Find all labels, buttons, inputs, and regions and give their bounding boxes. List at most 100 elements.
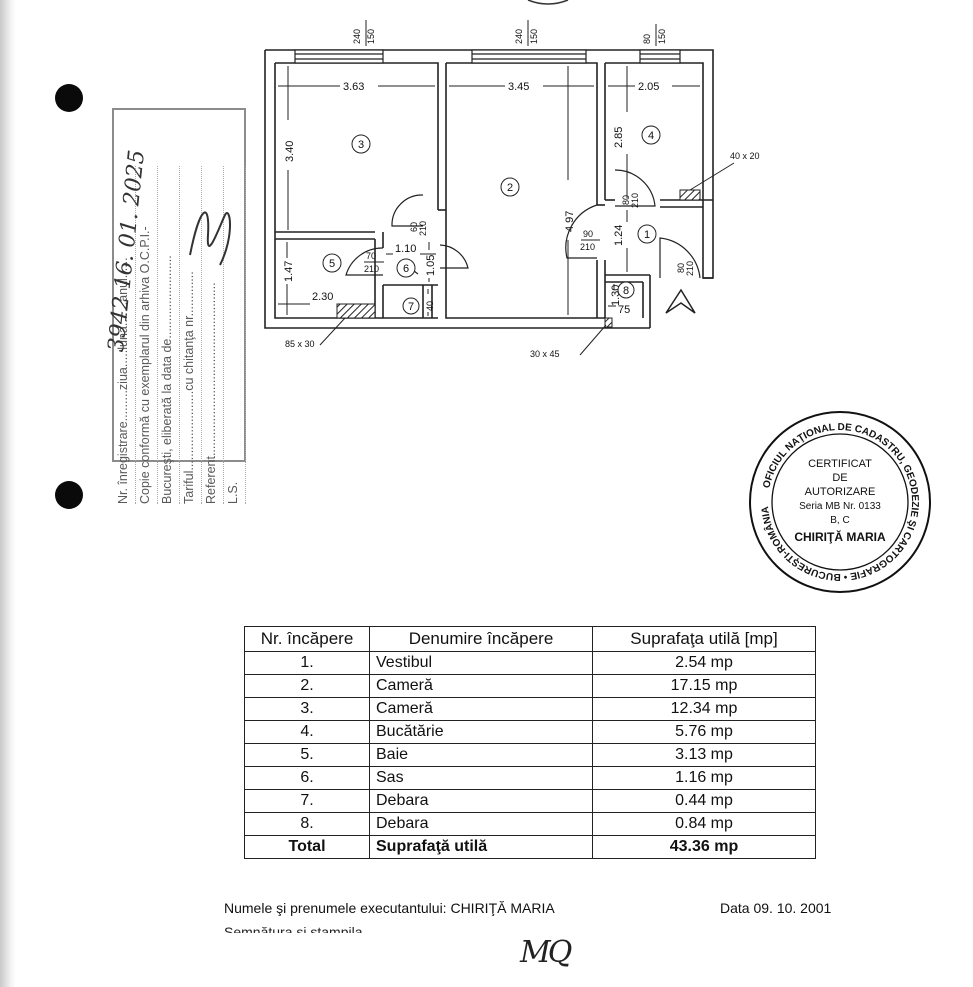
header-area: Suprafaţa utilă [mp] [592,626,816,652]
seal-line4: Seria MB Nr. 0133 [799,501,881,512]
cell-nr: 4. [244,720,370,744]
seal-line3: AUTORIZARE [805,486,876,498]
door70-bottom: 210 [364,264,379,274]
table-header-row: Nr. încăpere Denumire încăpere Suprafaţa… [244,626,816,652]
room-markers [322,125,661,315]
cell-name: Debara [369,789,593,813]
dim-room1-height: 1.24 [613,225,625,246]
stamp-signature-icon [189,211,231,266]
dimension-labels: 3.63 3.45 2.05 3.40 4.97 2.85 1.24 1.47 … [283,81,659,316]
table-row: 6. Sas 1.16 mp [244,766,816,790]
header-room-number: Nr. încăpere [244,626,370,652]
cell-name: Sas [369,766,593,790]
total-name: Suprafaţă utilă [369,835,593,859]
cell-name: Baie [369,743,593,767]
handwritten-stamp-entry: 3942 16. 01. 2025 [95,90,155,354]
window2-label-bottom: 150 [529,29,539,44]
cell-area: 1.16 mp [592,766,816,790]
room-number-1: 1 [644,229,650,241]
room-number-7: 7 [408,301,414,313]
floor-plan: 240 150 240 150 80 150 3.63 3.45 2.05 3.… [264,0,760,359]
window2-label-top: 240 [514,29,524,44]
door-labels: 70 210 60 210 90 210 80 210 80 210 [364,193,695,276]
certification-seal: OFICIUL NAŢIONAL DE CADASTRU, GEODEZIE Ş… [743,399,935,597]
north-arrow-icon [665,288,696,314]
cell-nr: 6. [244,766,370,790]
cell-name: Vestibul [369,651,593,675]
dim-room7-height: 40 [425,301,435,311]
dim-room3-height: 3.40 [284,141,296,162]
windows [294,49,681,64]
cell-nr: 1. [244,651,370,675]
dimension-lines [278,66,700,316]
table-row: 2. Cameră 17.15 mp [244,674,816,698]
window-labels: 240 150 240 150 80 150 [352,20,667,46]
table-row: 4. Bucătărie 5.76 mp [244,720,816,744]
room-number-3: 3 [358,139,364,151]
seal-line5: B, C [830,515,849,526]
stamp-line-date: Bucureşti, eliberată la data de.........… [158,166,180,504]
seal-line6: CHIRIŢĂ MARIA [794,529,886,544]
table-row: 7. Debara 0.44 mp [244,789,816,813]
door60-top: 60 [409,222,419,232]
dim-room4-height: 2.85 [613,127,625,148]
scan-edge [0,0,16,987]
dim-room4-width: 2.05 [638,81,659,93]
punch-hole-top [55,84,83,112]
room-number-8: 8 [623,285,629,297]
cell-nr: 5. [244,743,370,767]
room-number-2: 2 [507,182,513,194]
seal-line2: DE [832,472,847,484]
header-room-name: Denumire încăpere [369,626,593,652]
door-swings [345,169,701,279]
dim-room6-width: 1.10 [395,243,416,255]
dim-room2-height: 4.97 [564,211,576,232]
table-row: 5. Baie 3.13 mp [244,743,816,767]
punch-hole-bottom [55,481,83,509]
door90-top: 90 [583,229,593,239]
cell-nr: 8. [244,812,370,836]
total-area: 43.36 mp [592,835,816,859]
door70-top: 70 [366,251,376,261]
cell-name: Debara [369,812,593,836]
door60-bottom: 210 [418,221,428,236]
room-number-6: 6 [403,263,409,275]
door80-entrance-bottom: 210 [685,261,695,276]
handwritten-number-date: 3942 16. 01. 2025 [103,148,151,354]
total-label: Total [244,835,370,859]
signature-label-cut: Semnătura şi ştampila [224,924,363,933]
door80-room4-bottom: 210 [630,193,640,208]
room-number-5: 5 [329,258,335,270]
door80-room4-top: 80 [621,195,631,205]
table-row: 3. Cameră 12.34 mp [244,697,816,721]
cell-area: 2.54 mp [592,651,816,675]
cell-name: Cameră [369,697,593,721]
archive-copy-stamp: Nr. înregistrare.........ziua.....luna..… [112,108,246,504]
dim-room2-width: 3.45 [508,81,529,93]
window1-label-bottom: 150 [366,29,376,44]
door80-entrance-top: 80 [676,263,686,273]
seal-line1: CERTIFICAT [808,458,872,470]
window3-label-top: 80 [642,34,652,44]
executant-name: Numele şi prenumele executantului: CHIRI… [224,900,555,916]
shaft-30x45-label: 30 x 45 [530,349,560,359]
dim-room8-width: 75 [618,304,630,316]
dim-room5-width: 2.30 [312,291,333,303]
shafts [319,162,735,356]
cell-area: 17.15 mp [592,674,816,698]
cell-nr: 2. [244,674,370,698]
rooms-table: Nr. încăpere Denumire încăpere Suprafaţa… [244,626,816,859]
room-number-4: 4 [648,130,654,142]
cell-area: 0.84 mp [592,812,816,836]
shaft-labels: 85 x 30 40 x 20 30 x 45 [285,151,760,359]
cell-name: Bucătărie [369,720,593,744]
door90-bottom: 210 [580,242,595,252]
table-total-row: Total Suprafaţă utilă 43.36 mp [244,835,816,859]
document-date: Data 09. 10. 2001 [720,900,832,916]
cell-area: 12.34 mp [592,697,816,721]
cell-area: 5.76 mp [592,720,816,744]
window3-label-bottom: 150 [657,29,667,44]
cell-nr: 3. [244,697,370,721]
window1-label-top: 240 [352,29,362,44]
cell-area: 0.44 mp [592,789,816,813]
